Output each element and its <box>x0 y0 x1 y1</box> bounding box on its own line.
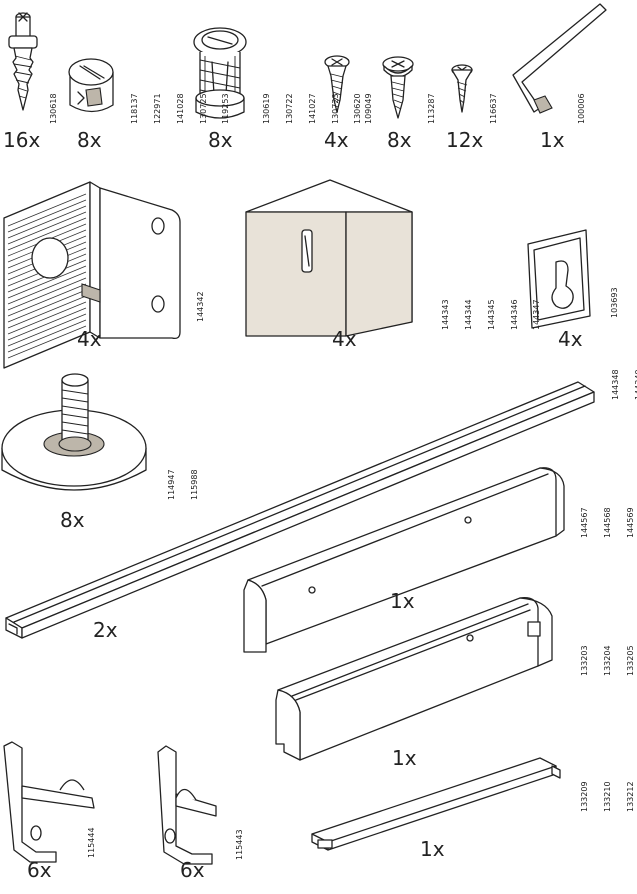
part-codes-p8: 144342 <box>182 291 212 322</box>
part-code: 144569 <box>625 507 635 538</box>
part-code: 133212 <box>625 781 635 812</box>
part-codes-p7: 100006 <box>563 93 593 124</box>
part-codes-p13: 144567 144568 144569 144570 144571 10093… <box>566 497 637 538</box>
keyhole-plate-drawing <box>527 229 591 329</box>
hook-bracket-a-drawing <box>3 741 95 863</box>
part-quantity-p14: 1x <box>392 746 417 770</box>
part-code: 130618 <box>49 93 59 124</box>
part-code: 118137 <box>130 93 140 124</box>
part-quantity-p3: 8x <box>208 128 233 152</box>
hex-key-drawing <box>512 3 607 114</box>
part-quantity-p7: 1x <box>540 128 565 152</box>
cam-lock-drawing <box>68 58 114 113</box>
part-quantity-p8: 4x <box>77 327 102 351</box>
screw-round-head-drawing <box>324 55 350 113</box>
part-code: 103693 <box>610 287 620 318</box>
hook-bracket-b-drawing <box>157 745 217 865</box>
part-code: 144344 <box>463 299 473 330</box>
part-quantity-p1: 16x <box>3 128 41 152</box>
part-codes-p1: 130618 <box>35 93 65 124</box>
screw-pan-head-drawing <box>382 56 414 119</box>
part-code: 144347 <box>532 299 542 330</box>
part-codes-p12: 144348 144349 144350 <box>597 369 637 400</box>
part-quantity-p6: 12x <box>446 128 484 152</box>
part-code: 100006 <box>577 93 587 124</box>
part-code: 130723 <box>330 93 340 124</box>
leveling-foot-drawing <box>1 373 147 491</box>
part-codes-p17: 115443 <box>221 829 251 860</box>
part-code: 114947 <box>167 469 177 500</box>
narrow-rail-drawing <box>311 757 561 851</box>
part-quantity-p16: 6x <box>27 858 52 882</box>
part-quantity-p9: 4x <box>332 327 357 351</box>
part-code: 133210 <box>602 781 612 812</box>
part-code: 119253 <box>221 93 231 124</box>
part-code: 144346 <box>509 299 519 330</box>
part-quantity-p13: 1x <box>390 589 415 613</box>
angle-bracket-drawing <box>3 181 181 369</box>
part-codes-p9: 144343 144344 144345 144346 144347 <box>427 299 549 330</box>
part-code: 115988 <box>189 469 199 500</box>
part-quantity-p12: 2x <box>93 618 118 642</box>
part-code: 133204 <box>602 645 612 676</box>
cam-bolt-drawing <box>8 12 38 111</box>
part-quantity-p15: 1x <box>420 837 445 861</box>
part-code: 141027 <box>307 93 317 124</box>
part-quantity-p4: 4x <box>324 128 349 152</box>
frame-rail-b-drawing <box>275 597 553 761</box>
part-quantity-p11: 8x <box>60 508 85 532</box>
part-code: 130619 <box>262 93 272 124</box>
part-code: 141028 <box>175 93 185 124</box>
part-code: 116637 <box>489 93 499 124</box>
part-code: 133203 <box>580 645 590 676</box>
part-code: 115444 <box>87 827 97 858</box>
part-quantity-p10: 4x <box>558 327 583 351</box>
part-code: 144343 <box>441 299 451 330</box>
part-codes-p16: 115444 <box>73 827 103 858</box>
part-code: 133205 <box>625 645 635 676</box>
part-code: 130725 <box>198 93 208 124</box>
part-quantity-p17: 6x <box>180 858 205 882</box>
part-codes-p15: 133209 133210 133212 133211 133208 10093… <box>566 771 637 812</box>
part-code: 113287 <box>427 93 437 124</box>
long-rail-drawing <box>5 381 595 639</box>
part-codes-p2: 118137 122971 141028 130725 119253 <box>116 93 238 124</box>
part-code: 122971 <box>152 93 162 124</box>
part-code: 144342 <box>196 291 206 322</box>
part-code: 144345 <box>486 299 496 330</box>
part-codes-p5: 113287 <box>413 93 443 124</box>
part-code: 144567 <box>580 507 590 538</box>
part-code: 115443 <box>235 829 245 860</box>
corner-block-drawing <box>245 179 413 337</box>
part-codes-p6: 116637 <box>475 93 505 124</box>
frame-rail-a-drawing <box>243 467 565 653</box>
dowel-cam-drawing <box>193 27 247 119</box>
part-code: 144348 <box>611 369 621 400</box>
part-code: 133209 <box>580 781 590 812</box>
part-code: 144568 <box>602 507 612 538</box>
part-code: 130722 <box>284 93 294 124</box>
part-codes-p10: 103693 <box>596 287 626 318</box>
part-quantity-p2: 8x <box>77 128 102 152</box>
part-quantity-p5: 8x <box>387 128 412 152</box>
part-codes-p11: 114947 115988 <box>153 469 206 500</box>
part-codes-p4: 109049 <box>350 93 380 124</box>
part-code: 109049 <box>364 93 374 124</box>
part-codes-p14: 133203 133204 133205 133207 133206 10093… <box>566 635 637 676</box>
countersunk-screw-drawing <box>451 64 473 113</box>
